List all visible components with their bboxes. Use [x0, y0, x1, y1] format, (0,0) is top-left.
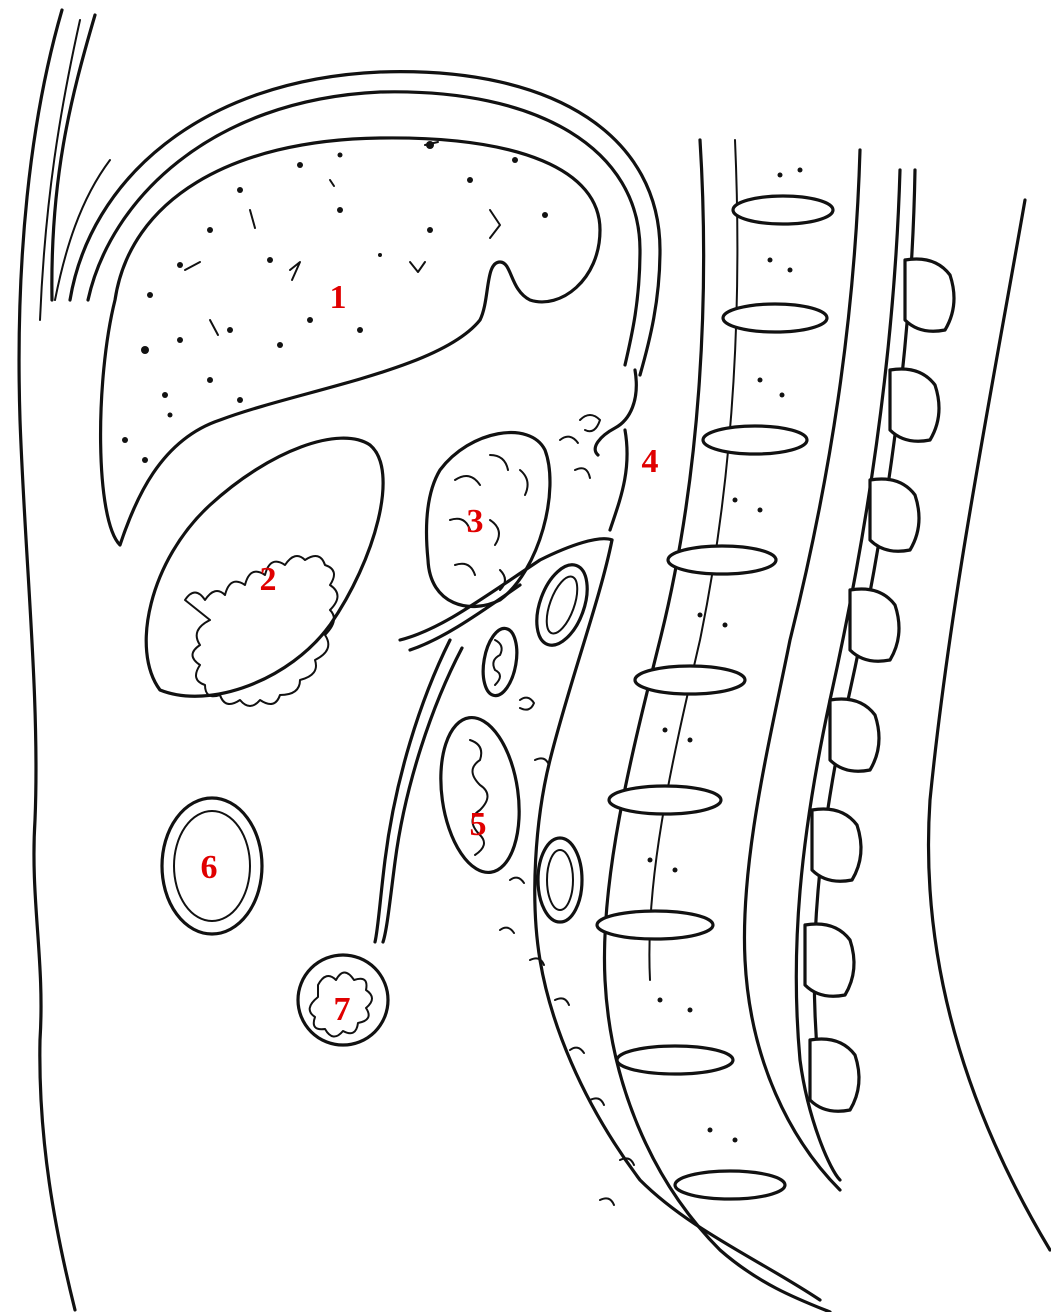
label-2: 2 — [260, 561, 277, 598]
retroperitoneal-tissue — [500, 698, 634, 1205]
label-4: 4 — [642, 443, 659, 480]
spinal-canal — [796, 170, 1050, 1250]
anterior-body-wall — [19, 10, 110, 1310]
organ-5-intestine — [432, 712, 529, 877]
organ-3-pancreas — [426, 433, 550, 607]
label-6: 6 — [201, 849, 218, 886]
label-3: 3 — [467, 503, 484, 540]
vessel-ring — [538, 838, 582, 922]
bowel-loop-small — [478, 626, 521, 699]
spinous-processes — [805, 259, 954, 1111]
region-4-omental-bursa — [560, 370, 636, 530]
label-5: 5 — [470, 806, 487, 843]
label-7: 7 — [334, 991, 351, 1028]
label-1: 1 — [330, 279, 347, 316]
